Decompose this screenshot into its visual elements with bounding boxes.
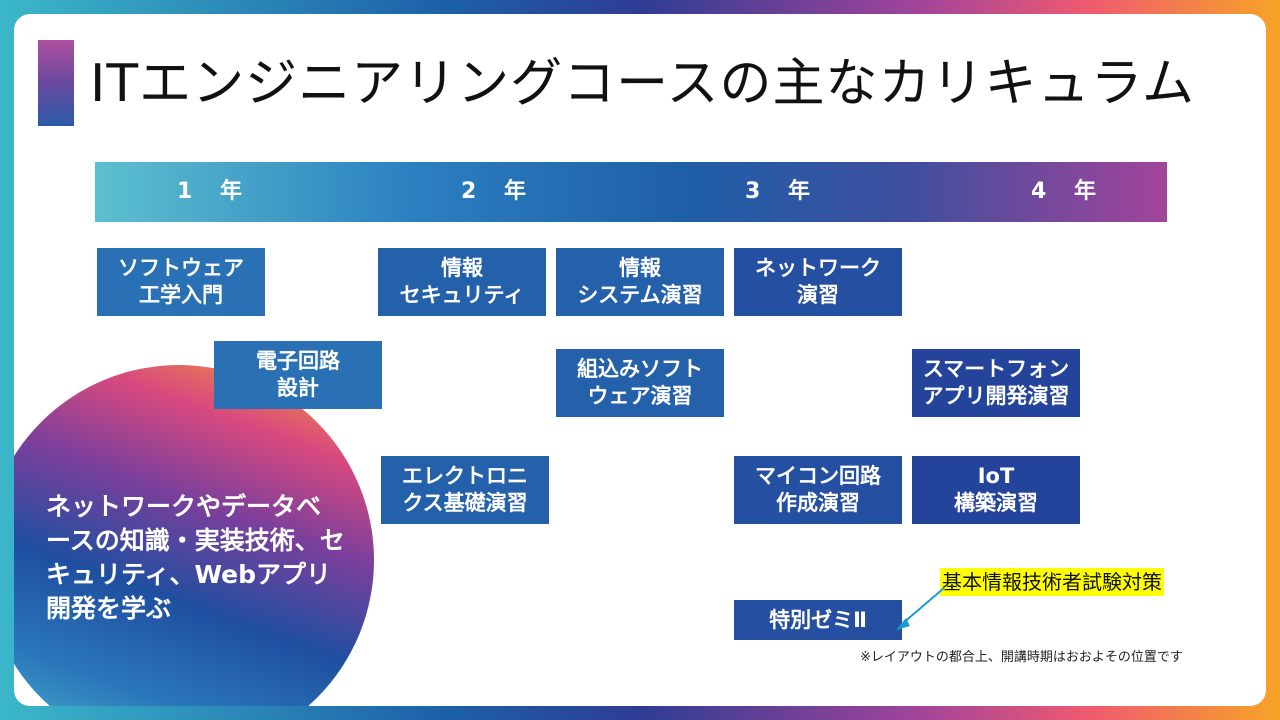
year-timeline-bar: 1 年 2 年 3 年 4 年 [95, 162, 1167, 222]
course-network: ネットワーク 演習 [734, 248, 902, 316]
course-electronic-circuit-design: 電子回路 設計 [214, 341, 382, 409]
course-iot: IoT 構築演習 [912, 456, 1080, 524]
year-2-label: 2 年 [461, 179, 536, 204]
year-1-label: 1 年 [177, 179, 252, 204]
course-information-security: 情報 セキュリティ [378, 248, 546, 316]
summary-circle [14, 365, 374, 706]
course-software-engineering: ソフトウェア 工学入門 [97, 248, 265, 316]
slide: ITエンジニアリングコースの主なカリキュラム 1 年 2 年 3 年 4 年 ネ… [14, 14, 1266, 706]
course-smartphone-app: スマートフォン アプリ開発演習 [912, 349, 1080, 417]
callout-arrow-icon [896, 587, 945, 630]
summary-text: ネットワークやデータベースの知識・実装技術、セキュリティ、Webアプリ開発を学ぶ [46, 492, 345, 623]
course-information-systems: 情報 システム演習 [556, 248, 724, 316]
year-3-label: 3 年 [745, 179, 820, 204]
course-microcontroller-circuit: マイコン回路 作成演習 [734, 456, 902, 524]
page-title: ITエンジニアリングコースの主なカリキュラム [90, 54, 1195, 114]
course-embedded-software: 組込みソフト ウェア演習 [556, 349, 724, 417]
title-accent-bar [38, 40, 74, 126]
course-electronics-basics: エレクトロニ クス基礎演習 [381, 456, 549, 524]
layout-note: ※レイアウトの都合上、開講時期はおおよその位置です [860, 650, 1183, 665]
exam-prep-callout: 基本情報技術者試験対策 [940, 568, 1164, 596]
course-special-seminar-2: 特別ゼミⅡ [734, 600, 902, 640]
year-4-label: 4 年 [1031, 179, 1106, 204]
